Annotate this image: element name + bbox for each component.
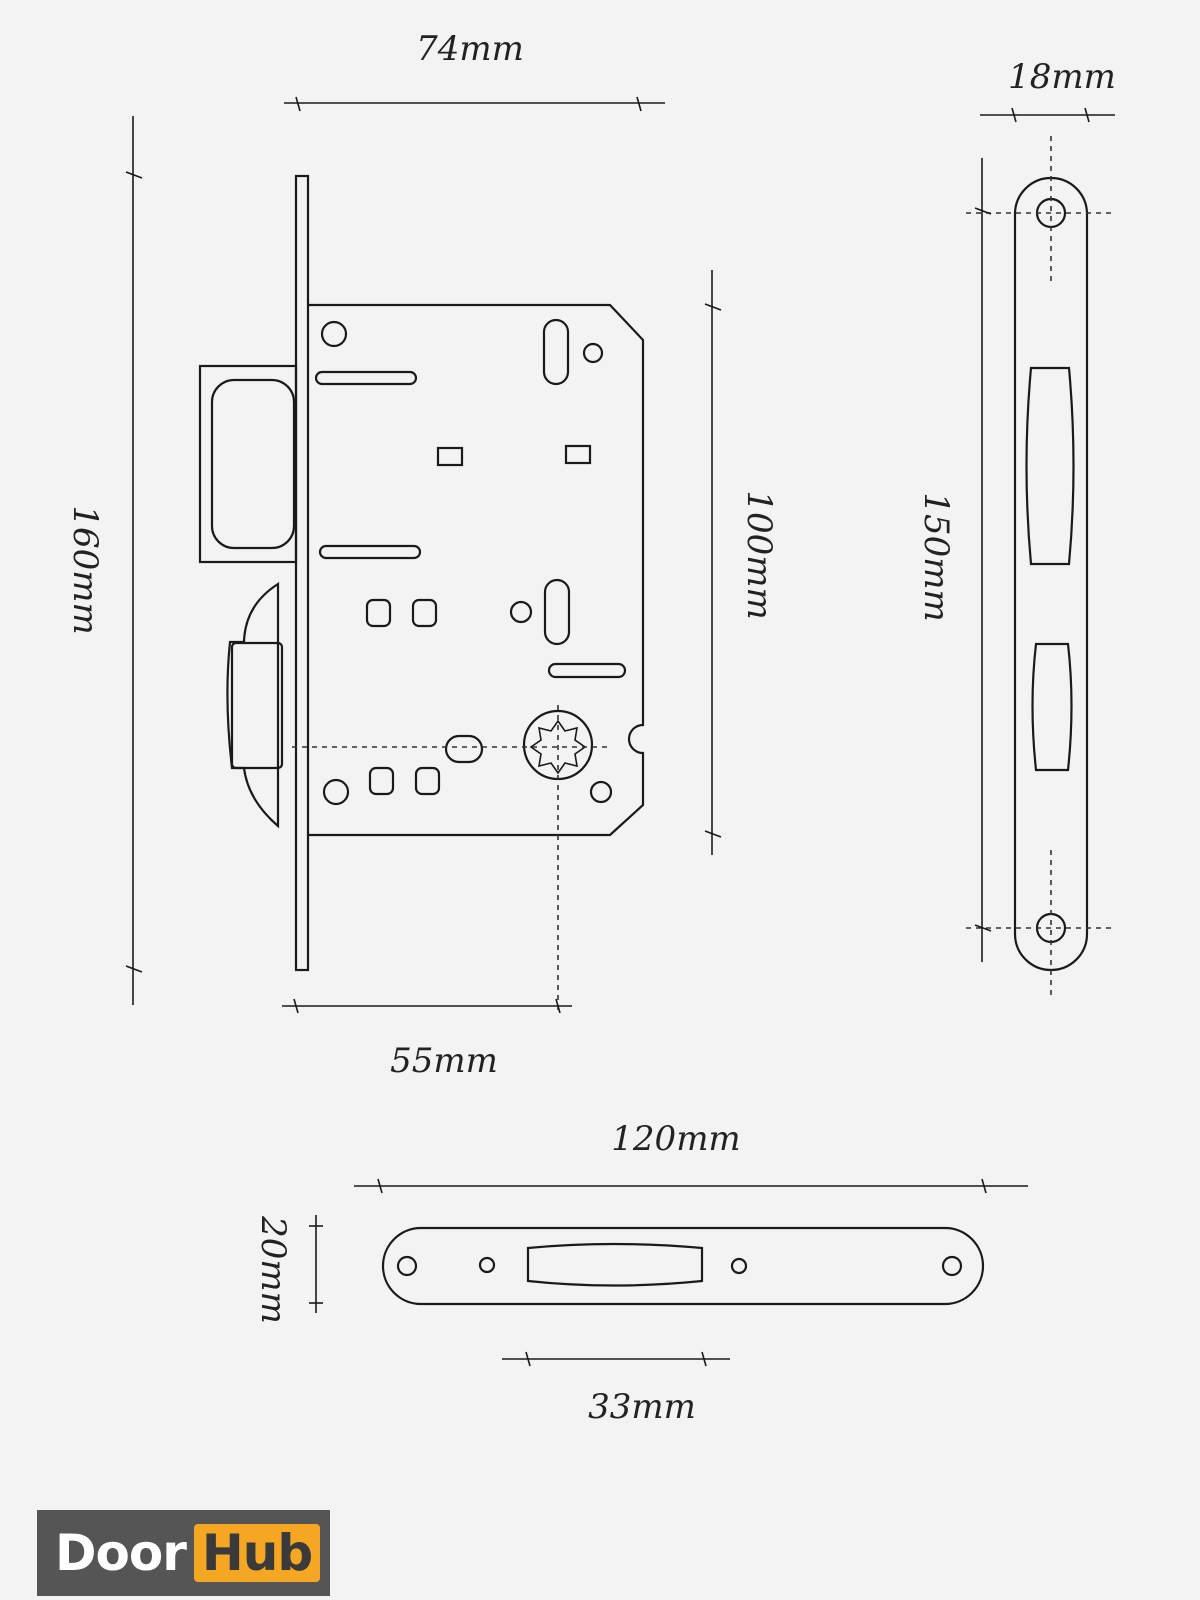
screw-hole — [589, 780, 613, 804]
logo-word-door: Door — [55, 1524, 187, 1582]
dimension-100mm: 100mm — [704, 270, 779, 855]
slot — [318, 544, 422, 560]
svg-text:100mm: 100mm — [739, 490, 779, 619]
square-hole — [436, 446, 464, 467]
svg-text:150mm: 150mm — [916, 492, 956, 621]
deadbolt-opening — [1025, 366, 1075, 566]
dimension-20mm: 20mm — [253, 1215, 323, 1324]
slot — [542, 318, 570, 386]
slot — [314, 370, 418, 386]
svg-text:160mm: 160mm — [65, 505, 105, 634]
dimension-120mm: 120mm — [354, 1119, 1028, 1194]
screw-hole — [478, 1256, 496, 1274]
latch-bolt — [226, 581, 280, 829]
logo-word-hub: Hub — [193, 1524, 321, 1582]
dimension-160mm: 160mm — [65, 116, 143, 1005]
svg-text:20mm: 20mm — [253, 1215, 293, 1324]
svg-text:74mm: 74mm — [416, 29, 524, 69]
deadbolt — [210, 378, 296, 550]
square-hole — [564, 444, 592, 465]
faceplate — [294, 174, 310, 972]
dimension-18mm: 18mm — [980, 57, 1116, 123]
lock-case — [308, 303, 645, 837]
svg-text:18mm: 18mm — [1008, 57, 1116, 97]
screw-hole — [582, 342, 604, 364]
latch-opening — [1031, 642, 1073, 772]
dimension-74mm: 74mm — [284, 29, 665, 112]
oval-hole — [444, 734, 484, 764]
dimension-55mm: 55mm — [282, 998, 572, 1081]
dimension-33mm: 33mm — [502, 1351, 730, 1427]
slot — [547, 662, 627, 679]
screw-hole — [396, 1255, 418, 1277]
strike-opening — [526, 1242, 704, 1287]
svg-text:55mm: 55mm — [390, 1041, 498, 1081]
strike-plate-view — [381, 1226, 985, 1306]
lock-body-view — [198, 174, 645, 1012]
strike-plate-outline — [381, 1226, 985, 1306]
square-hole — [411, 598, 438, 628]
screw-hole — [320, 320, 348, 348]
square-hole — [368, 766, 395, 796]
slot — [543, 578, 571, 646]
faceplate-view — [966, 136, 1112, 998]
dimension-150mm: 150mm — [916, 158, 992, 962]
svg-text:120mm: 120mm — [611, 1119, 740, 1159]
screw-hole — [730, 1257, 748, 1275]
screw-hole — [322, 778, 350, 806]
svg-text:33mm: 33mm — [588, 1387, 696, 1427]
screw-hole — [941, 1255, 963, 1277]
square-hole — [365, 598, 392, 628]
doorhub-logo: Door Hub — [37, 1510, 330, 1596]
latch-shaft — [230, 641, 284, 770]
latch-housing — [198, 364, 298, 564]
screw-hole — [509, 600, 533, 624]
square-hole — [414, 766, 441, 796]
